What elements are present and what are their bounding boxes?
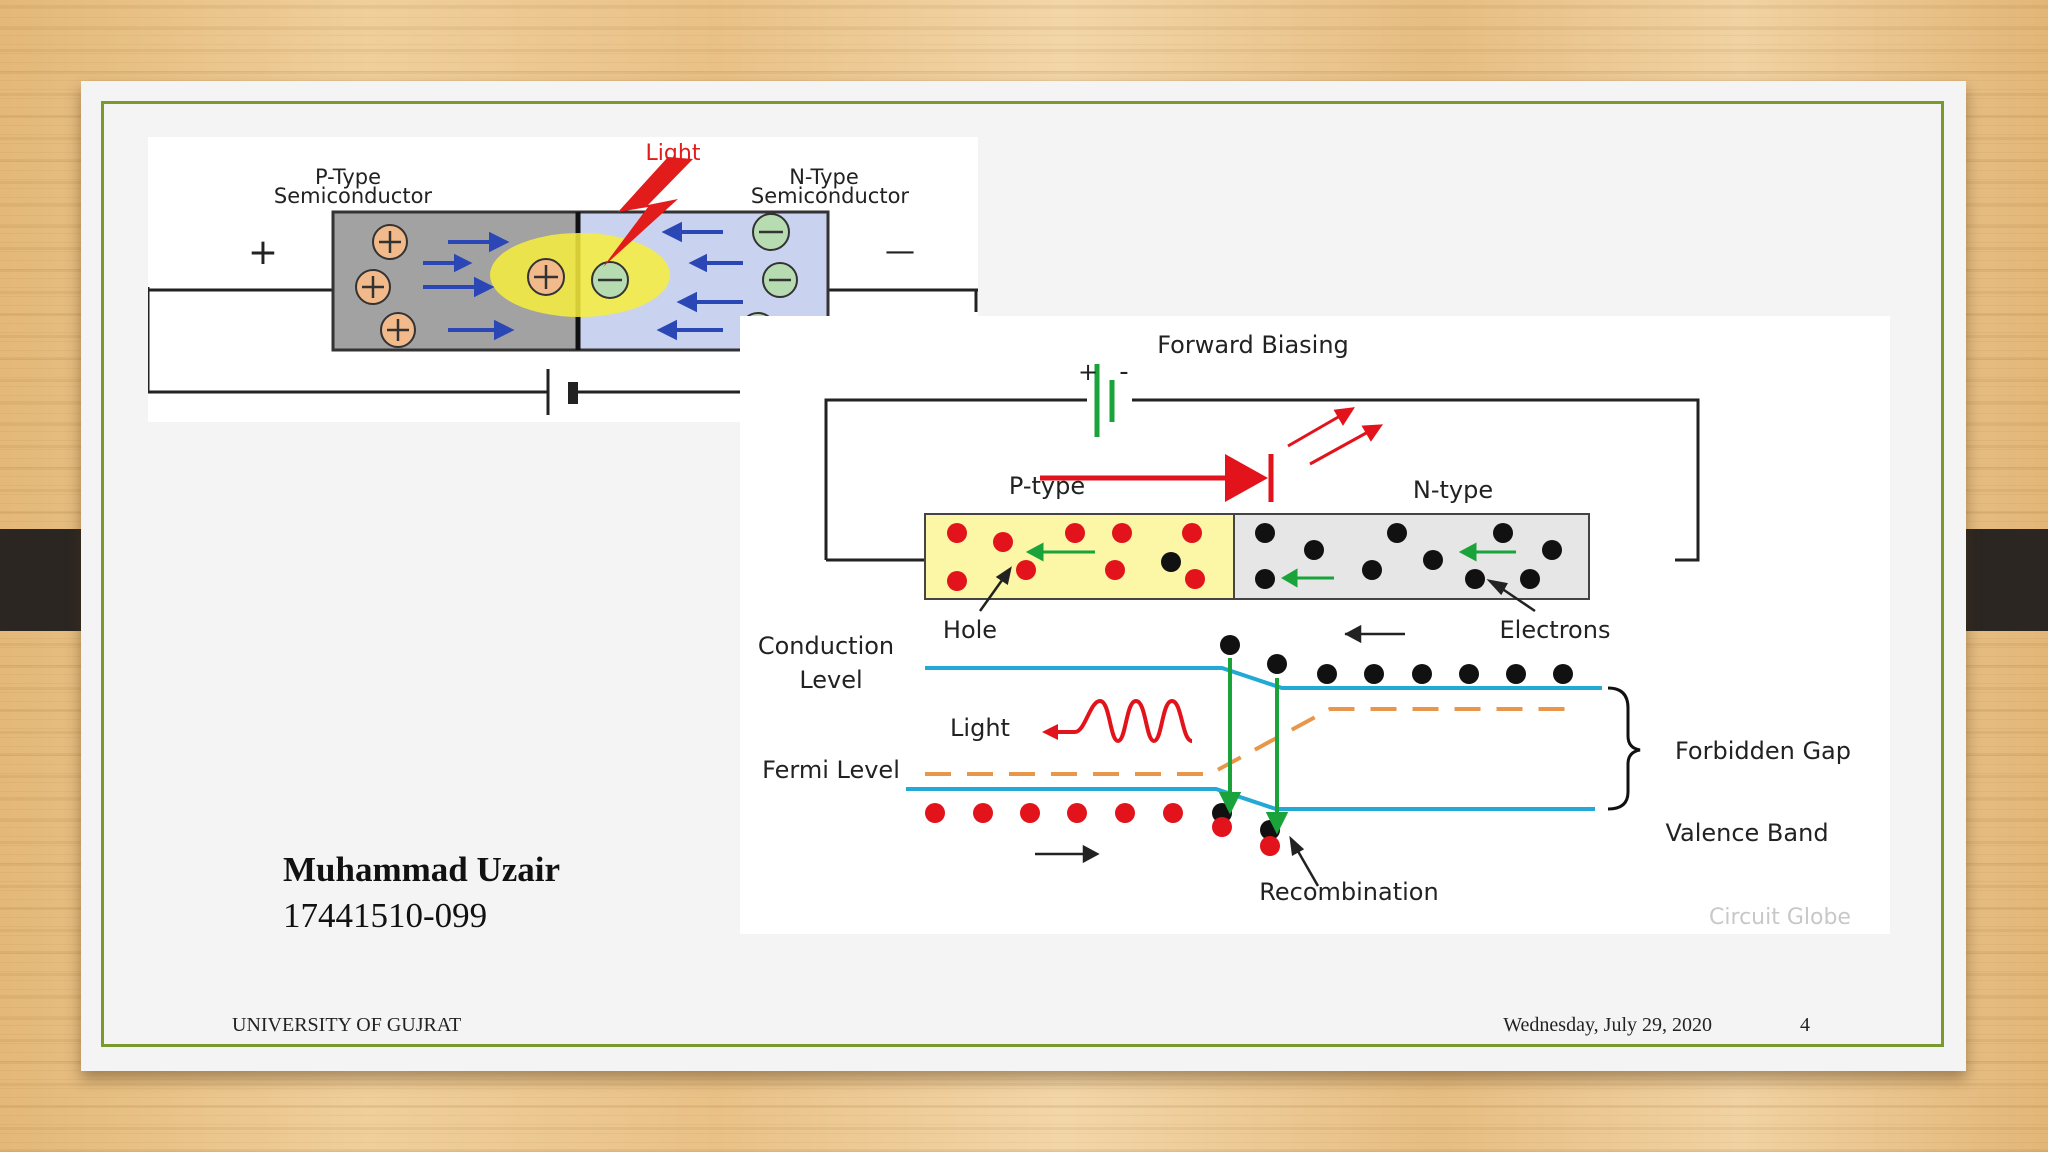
slide-frame — [101, 101, 1944, 1047]
light-label: Light — [950, 714, 1010, 742]
p-type-label: P-Type — [315, 165, 381, 189]
holes — [947, 523, 1205, 591]
light-wave-icon — [1074, 698, 1193, 744]
junction-glow — [490, 233, 670, 317]
footer-date: Wednesday, July 29, 2020 — [1503, 1014, 1712, 1036]
p-type-sublabel: Semiconductor — [274, 184, 433, 208]
lightning-bolt-icon — [603, 157, 693, 267]
electrons — [1255, 523, 1562, 589]
recombination-label: Recombination — [1259, 878, 1438, 906]
footer-university: UNIVERSITY OF GUJRAT — [232, 1014, 462, 1036]
emission-arrows-icon — [1287, 407, 1383, 466]
hole-label: Hole — [943, 616, 997, 644]
plus-signs — [362, 231, 558, 341]
forbidden-gap-brace — [1607, 686, 1641, 811]
valence-band-line — [906, 787, 1595, 811]
forward-biasing-label: Forward Biasing — [1157, 331, 1349, 359]
light-label: Light — [646, 141, 701, 166]
battery-minus-label: - — [1119, 357, 1128, 387]
fermi-level-line — [925, 707, 1566, 776]
circuit-globe-watermark: Circuit Globe — [1709, 905, 1851, 930]
fermi-level-label: Fermi Level — [762, 756, 900, 784]
author-name: Muhammad Uzair — [283, 850, 561, 889]
battery-plus-label: + — [1078, 358, 1098, 386]
p-type-label: P-type — [1009, 472, 1085, 500]
n-type-label: N-type — [1413, 476, 1493, 504]
battery-plate-short-icon — [568, 382, 578, 404]
led-diode-icon — [1225, 454, 1268, 502]
minus-terminal-label: — — [885, 234, 915, 269]
conduction-level-sublabel: Level — [799, 666, 862, 694]
forbidden-gap-label: Forbidden Gap — [1675, 737, 1851, 765]
green-flow-arrows — [1025, 542, 1516, 588]
footer-page-number: 4 — [1800, 1014, 1810, 1036]
conduction-level-label: Conduction — [758, 632, 894, 660]
plus-terminal-label: + — [248, 232, 278, 273]
n-type-label: N-Type — [789, 165, 859, 189]
forward-biasing-figure: Forward Biasing + - P-type N-type Hole E… — [740, 316, 1890, 934]
electrons-label: Electrons — [1500, 616, 1611, 644]
valence-band-label: Valence Band — [1665, 819, 1828, 847]
carrier-arrows — [423, 221, 743, 341]
student-id: 17441510-099 — [283, 896, 488, 935]
n-type-sublabel: Semiconductor — [751, 184, 910, 208]
conduction-band-line — [925, 666, 1602, 690]
